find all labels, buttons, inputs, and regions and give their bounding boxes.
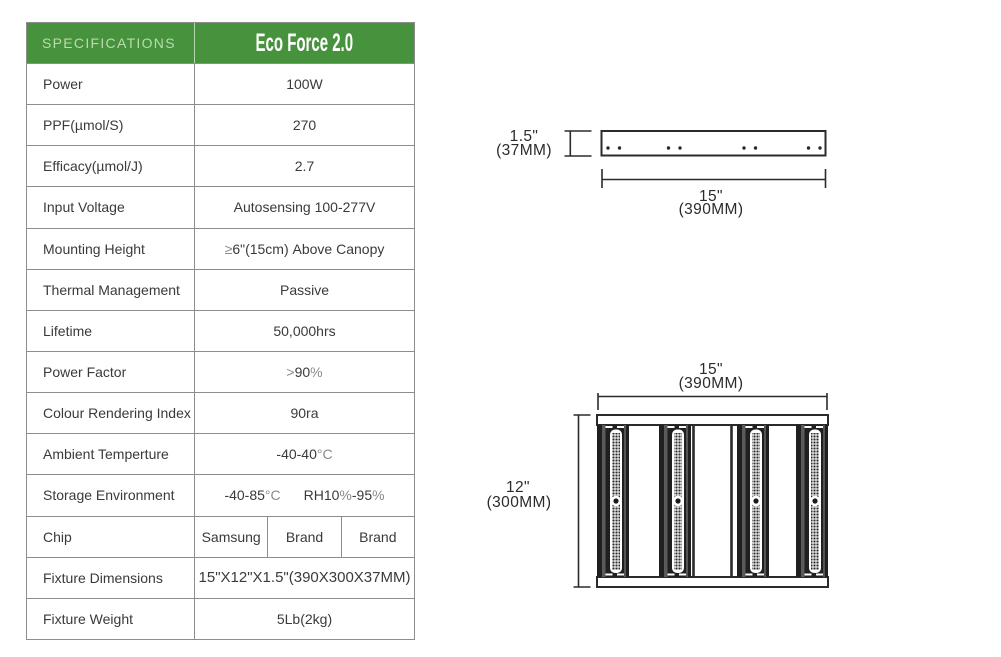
svg-text:(390MM): (390MM) bbox=[679, 375, 744, 392]
svg-text:15": 15" bbox=[699, 361, 723, 378]
svg-text:(300MM): (300MM) bbox=[487, 494, 552, 511]
svg-text:(37MM): (37MM) bbox=[496, 142, 552, 159]
svg-text:1.5": 1.5" bbox=[510, 128, 539, 145]
svg-text:12": 12" bbox=[506, 479, 530, 496]
svg-text:(390MM): (390MM) bbox=[679, 201, 744, 218]
svg-text:15": 15" bbox=[699, 188, 723, 205]
